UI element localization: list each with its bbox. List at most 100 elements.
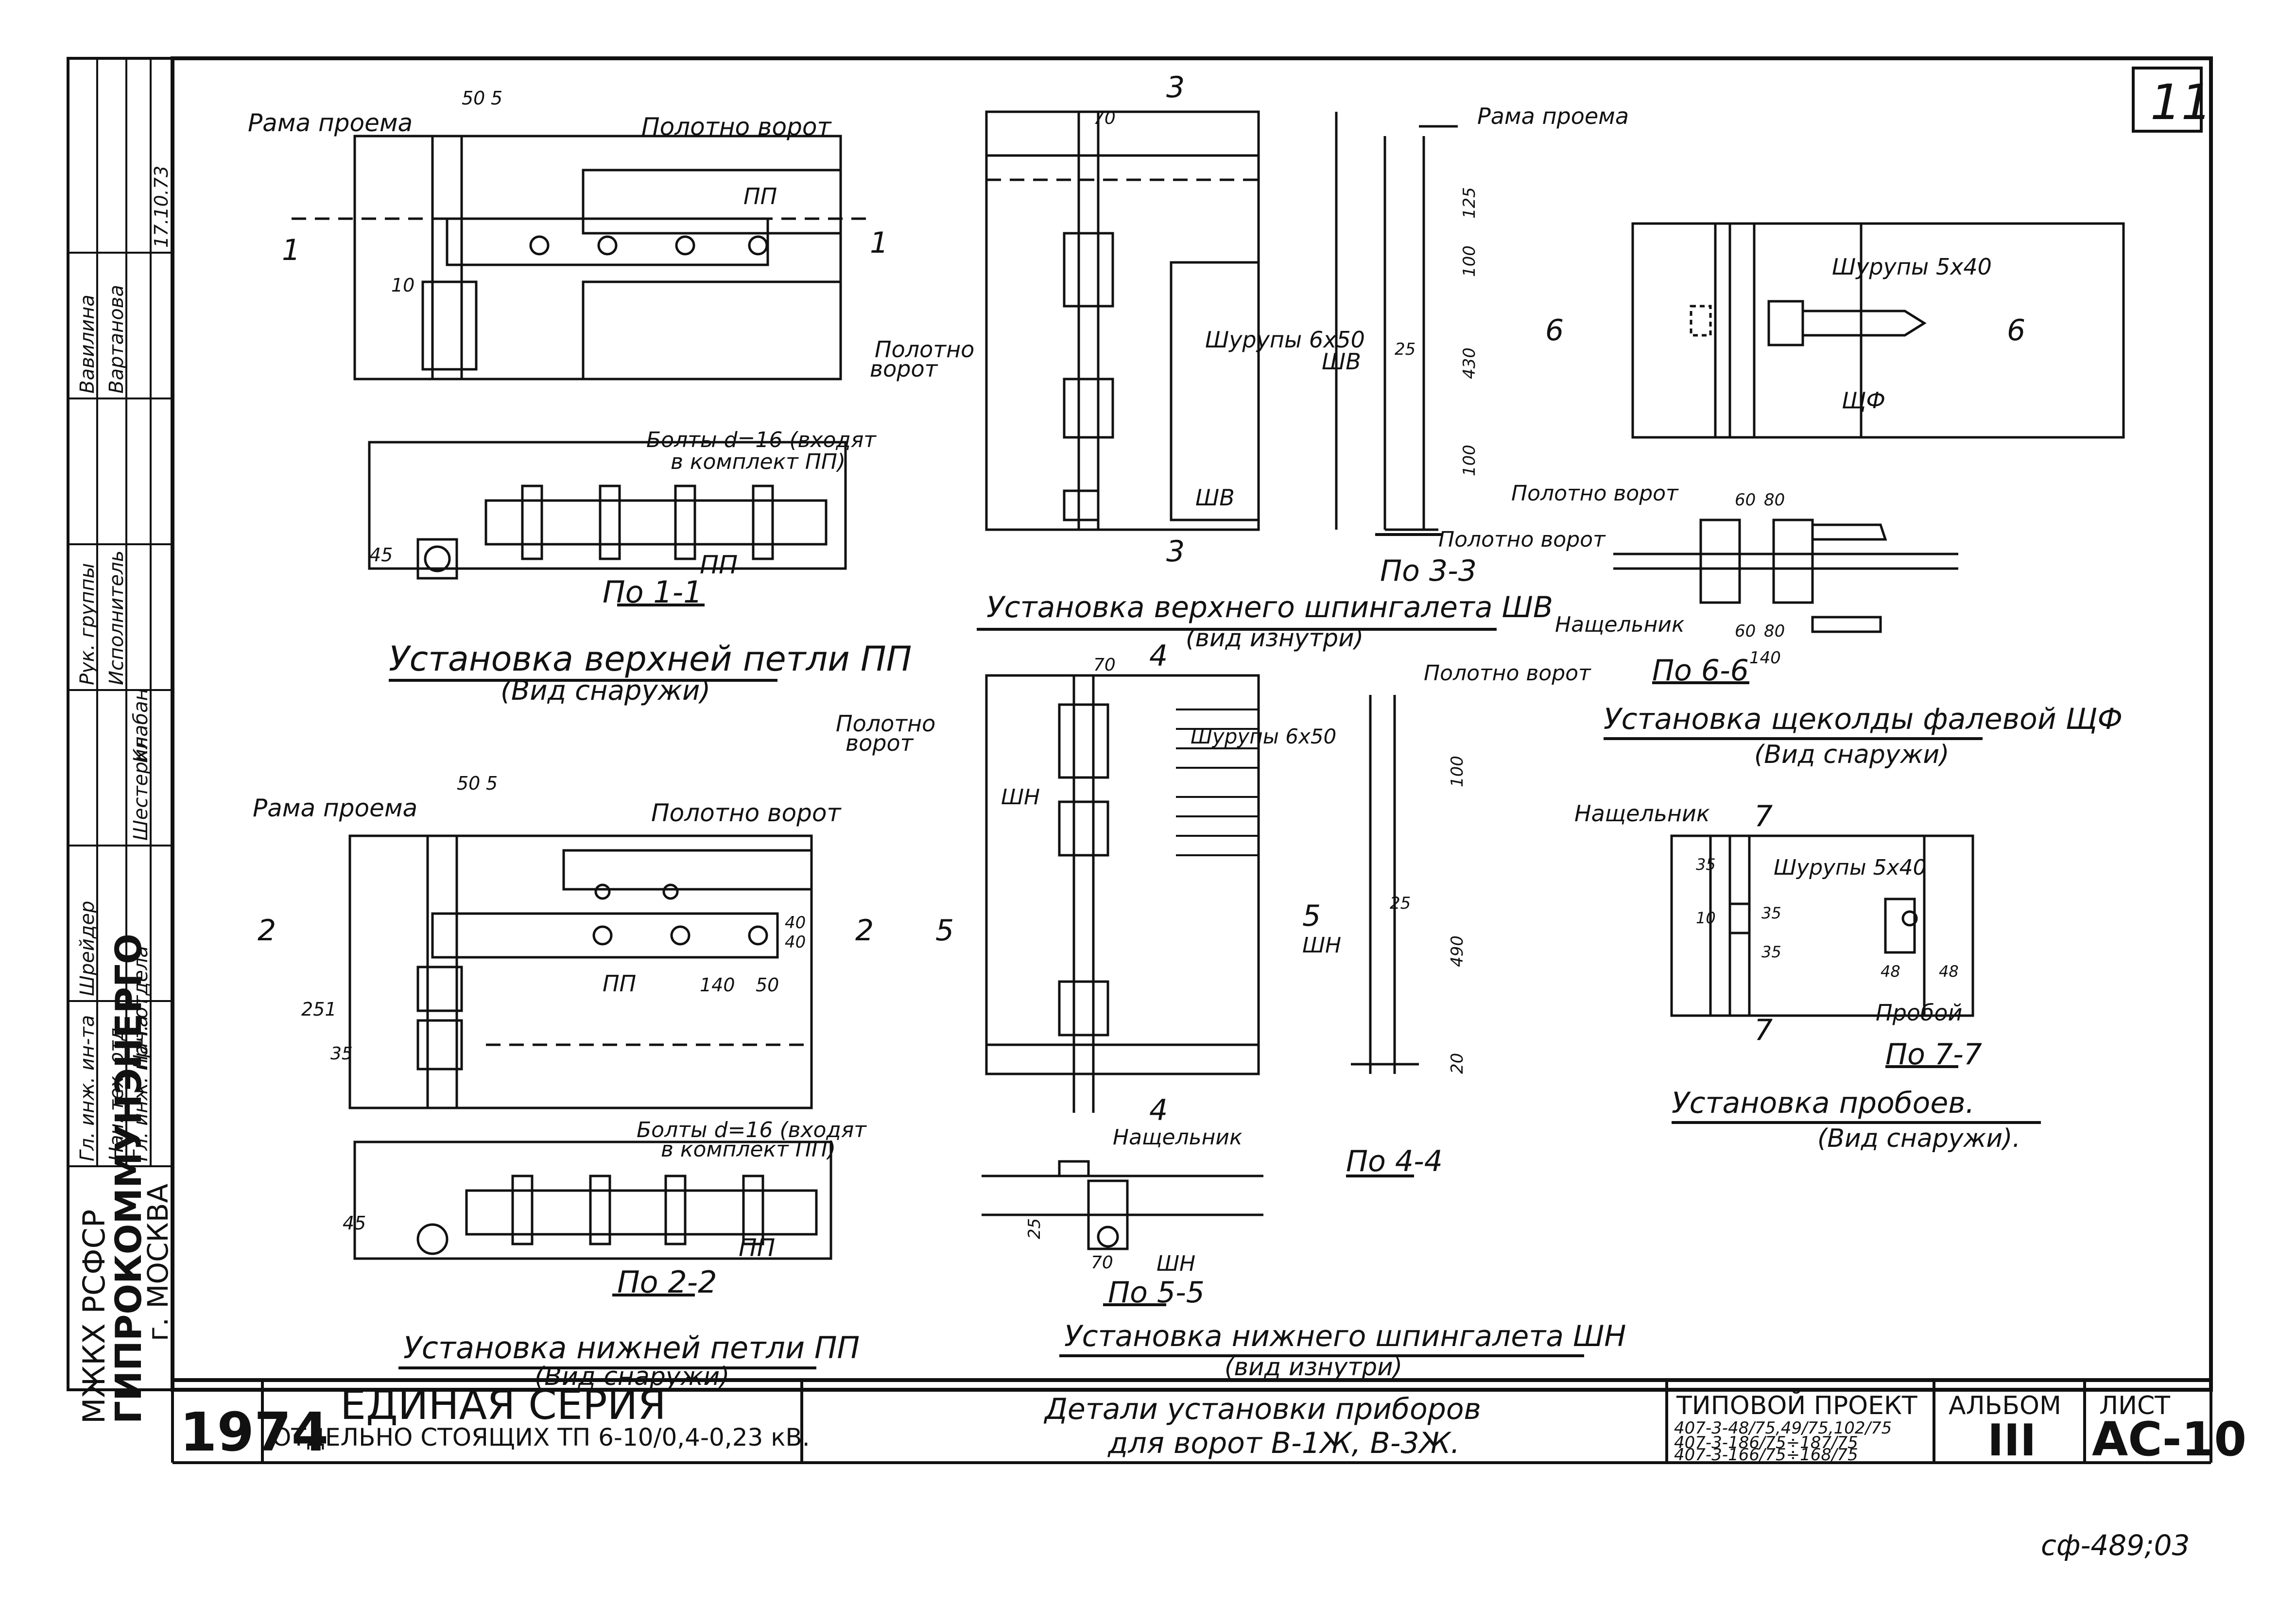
project-code-2: 407-3-186/75÷187/75	[1674, 1433, 1858, 1452]
project-label: ТИПОВОЙ ПРОЕКТ	[1676, 1391, 1917, 1420]
view-latch: Шурупы 5х40 ЩФ Полотно ворот Нащельник 6…	[1511, 222, 2125, 769]
v2-label-pp: ПП	[603, 970, 636, 997]
v7-cut-top: 7	[1754, 799, 1773, 833]
sheet-label: ЛИСТ	[2099, 1391, 2170, 1420]
drawing-title-2: для ворот В-1Ж, В-3Ж.	[1107, 1426, 1460, 1460]
v1-label-leaf: Полотно ворот	[641, 113, 832, 141]
v3-dim-25: 25	[1395, 340, 1416, 359]
v1-dim-5: 5	[491, 87, 502, 109]
side-strip	[67, 57, 174, 1391]
v3-section: По 3-3	[1380, 554, 1477, 588]
v3-label-leaf-2: ворот	[870, 356, 938, 382]
v6-title: Установка щеколды фалевой ЩФ	[1604, 702, 2123, 736]
v3-subtitle: (вид изнутри)	[1186, 624, 1364, 652]
side-org-block: МЖКХ РСФСР ГИПРОКОММУНЭНЕРГО г. МОСКВА	[76, 933, 174, 1424]
v1-dim-45: 45	[369, 544, 393, 566]
sheet-value: АС-10	[2092, 1412, 2246, 1467]
view-lower-hinge: Рама проема Полотно ворот ПП Болты d=16 …	[253, 773, 874, 1391]
view-lower-bolt: Полотно ворот ШН Шурупы 6х50 Нащельник Ш…	[836, 639, 1626, 1381]
v4-cut-bottom: 4	[1149, 1093, 1168, 1127]
role-7: Исполнитель	[105, 551, 128, 685]
role-5: Шрейдер	[76, 901, 99, 996]
v6-dim-140: 140	[1749, 648, 1781, 668]
v3-dim-100a: 100	[1460, 245, 1479, 277]
v2-dim-251: 251	[301, 999, 337, 1020]
album-value: III	[1987, 1415, 2036, 1466]
v4-dim-490: 490	[1448, 935, 1467, 967]
view-upper-bolt: Полотно ворот Шурупы 6х50 ШВ ШВ Рама про…	[870, 70, 1629, 652]
v7-dim-10: 10	[1696, 909, 1716, 927]
v2-section: По 2-2	[617, 1264, 717, 1300]
page-number-box	[2132, 67, 2203, 133]
v6-label-shf: ЩФ	[1842, 387, 1885, 414]
v1-dim-10: 10	[391, 275, 414, 296]
v2-dim-45: 45	[343, 1212, 366, 1234]
v4-dim-25: 25	[1390, 894, 1411, 913]
v6-dim-60a: 60	[1735, 490, 1756, 510]
v7-label-probe: Пробой	[1876, 1000, 1962, 1026]
v2-dim-50: 50	[457, 773, 480, 794]
v2-dim-35: 35	[330, 1044, 353, 1064]
v3-label-shv: ШВ	[1195, 484, 1235, 511]
v6-label-screws: Шурупы 5х40	[1832, 254, 1992, 280]
v3-cut-top: 3	[1166, 70, 1185, 104]
org-line2: ГИПРОКОММУНЭНЕРГО	[108, 933, 150, 1424]
v6-section: По 6-6	[1652, 654, 1749, 688]
v4-cut-top: 4	[1149, 639, 1168, 673]
v7-dim-35c: 35	[1761, 943, 1781, 961]
v4-section: По 4-4	[1346, 1144, 1443, 1178]
v2-dim-5: 5	[486, 773, 498, 794]
v2-subtitle: (Вид снаружи)	[535, 1362, 729, 1391]
v4-label-leaf-b: Полотно ворот	[1424, 661, 1591, 686]
v4-dim-70: 70	[1093, 655, 1116, 675]
project-code-1: 407-3-48/75,49/75,102/75	[1674, 1418, 1892, 1438]
name-1: Шестерин	[130, 736, 152, 841]
project-code-3: 407-3-166/75÷168/75	[1674, 1445, 1858, 1465]
v6-cut-left: 6	[1545, 313, 1564, 347]
v1-label-pp: ПП	[743, 183, 777, 209]
v5-cut-left: 5	[935, 914, 954, 948]
v3-label-leaf-1: Полотно	[875, 336, 974, 363]
v2-cut-right: 2	[855, 914, 874, 948]
v3-dim-125: 125	[1460, 187, 1479, 219]
v3-label-leaf-b: Полотно ворот	[1438, 527, 1606, 552]
role-1: Гл. инж. ин-та	[76, 1015, 99, 1161]
v3-dim-100b: 100	[1460, 445, 1479, 476]
v4-subtitle: (вид изнутри)	[1225, 1353, 1402, 1381]
page-number: 11	[2150, 74, 2212, 131]
v2-dim-50b: 50	[756, 974, 779, 996]
v2-label-pp-2: ПП	[739, 1234, 775, 1262]
name-4: Вартанова	[105, 285, 128, 394]
v6-subtitle: (Вид снаружи)	[1754, 740, 1949, 769]
v2-label-frame: Рама проема	[253, 794, 417, 822]
v5-label-shn: ШН	[1157, 1251, 1195, 1276]
title-block: 1974 ЕДИНАЯ СЕРИЯ ОТДЕЛЬНО СТОЯЩИХ ТП 6-…	[171, 1378, 2246, 1467]
v7-section: По 7-7	[1885, 1037, 1982, 1071]
v4-label-nashchelnik: Нащельник	[1113, 1125, 1243, 1150]
v2-dim-40a: 40	[785, 913, 806, 933]
side-strip-grid	[68, 58, 173, 1167]
v3-label-frame: Рама проема	[1477, 103, 1629, 129]
v1-label-bolts-2: в комплект ПП)	[671, 449, 846, 474]
v3-dim-70: 70	[1093, 108, 1116, 128]
album-label: АЛЬБОМ	[1949, 1391, 2061, 1420]
v1-cut-left: 1	[282, 233, 300, 267]
v1-label-bolts-1: Болты d=16 (входят	[646, 428, 877, 452]
v2-title: Установка нижней петли ПП	[403, 1330, 860, 1365]
v4-label-leaf-1: Полотно	[836, 710, 935, 737]
v4-label-screws: Шурупы 6х50	[1191, 725, 1336, 748]
series-title: ЕДИНАЯ СЕРИЯ	[340, 1381, 666, 1429]
v1-label-frame: Рама проема	[248, 109, 413, 137]
v7-dim-48b: 48	[1939, 962, 1959, 981]
v4-label-leaf-2: ворот	[846, 730, 914, 756]
v1-dim-50: 50	[462, 87, 485, 109]
stamp-code: сф-489;03	[2041, 1529, 2190, 1562]
role-6: Рук. группы	[76, 563, 99, 685]
v1-cut-right: 1	[870, 226, 888, 260]
v7-dim-48a: 48	[1881, 962, 1900, 981]
view-upper-hinge: Рама проема Полотно ворот ПП Болты d=16 …	[248, 87, 912, 707]
v4-title: Установка нижнего шпингалета ШН	[1064, 1319, 1626, 1353]
v7-dim-35b: 35	[1761, 904, 1781, 922]
role-2: Нач. тех. отд	[105, 1027, 128, 1161]
role-4: Нач. отдела	[130, 946, 152, 1069]
